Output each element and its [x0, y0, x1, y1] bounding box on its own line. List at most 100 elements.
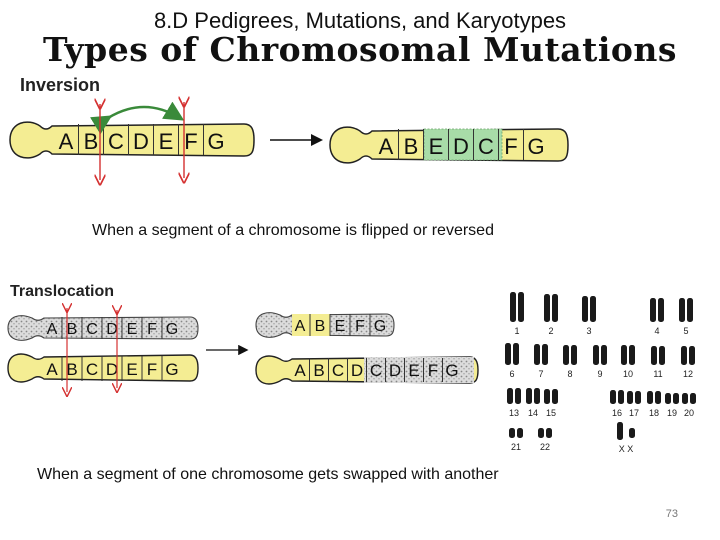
- translocated-segment-bottom: [364, 357, 474, 383]
- chromosome-glyph: [673, 393, 679, 404]
- chromosome-glyph: [601, 345, 607, 365]
- gene-label: E: [335, 318, 346, 335]
- inversion-caption: When a segment of a chromosome is flippe…: [92, 222, 494, 239]
- gene-label: A: [47, 321, 58, 338]
- karyotype-label: 11: [653, 369, 662, 379]
- gene-label: C: [332, 361, 344, 380]
- gene-label: G: [166, 321, 178, 338]
- translocation-caption: When a segment of one chromosome gets sw…: [37, 466, 499, 483]
- gene-label: G: [165, 360, 178, 379]
- chromosome-glyph: [682, 393, 688, 404]
- chromosome-glyph: [659, 346, 665, 365]
- karyotype-label: 7: [538, 369, 543, 379]
- gene-label: C: [86, 360, 98, 379]
- gene-label: D: [389, 361, 401, 380]
- chromosome-glyph: [617, 422, 623, 440]
- gene-label: F: [147, 360, 157, 379]
- gene-label: A: [294, 361, 306, 380]
- chromosome-glyph: [658, 298, 664, 322]
- gene-label: E: [408, 361, 419, 380]
- chromosome-glyph: [629, 345, 635, 365]
- karyotype-label: 2: [548, 326, 553, 336]
- gene-label: B: [67, 321, 78, 338]
- chromosome-glyph: [563, 345, 569, 365]
- chromosome-glyph: [544, 294, 550, 322]
- karyotype-label: 1: [514, 326, 519, 336]
- chromosome-glyph: [627, 391, 633, 404]
- chromosome-glyph: [650, 298, 656, 322]
- inverted-segment-highlight: [423, 128, 503, 161]
- chromosome-glyph: [538, 428, 544, 438]
- gene-label: F: [504, 134, 517, 159]
- chromosome-glyph: [582, 296, 588, 322]
- page-number: 73: [665, 508, 678, 520]
- karyotype-label: 21: [511, 442, 521, 452]
- inversion-heading: Inversion: [20, 75, 101, 95]
- chromosome-glyph: [515, 388, 521, 404]
- karyotype-label: 5: [683, 326, 688, 336]
- chromosome-glyph: [651, 346, 657, 365]
- gene-label: B: [313, 361, 324, 380]
- chromosome-glyph: [571, 345, 577, 365]
- gene-label: A: [46, 360, 58, 379]
- gene-label: D: [106, 321, 118, 338]
- chromosome-glyph: [518, 292, 524, 322]
- gene-label: F: [428, 361, 438, 380]
- chromosome-glyph: [509, 428, 515, 438]
- slide-title: Types of Chromosomal Mutations: [43, 30, 677, 69]
- karyotype-label: 18: [649, 408, 659, 418]
- karyotype-label: 3: [586, 326, 591, 336]
- chromosome-glyph: [621, 345, 627, 365]
- chromosome-glyph: [679, 298, 685, 322]
- gene-label: F: [147, 321, 157, 338]
- chromosome-glyph: [681, 346, 687, 365]
- karyotype-label: 15: [546, 408, 556, 418]
- karyotype-label: 9: [597, 369, 602, 379]
- chromosome-glyph: [635, 391, 641, 404]
- gene-label: B: [66, 360, 77, 379]
- gene-label: D: [106, 360, 118, 379]
- karyotype-label: 22: [540, 442, 550, 452]
- gene-label: C: [108, 129, 124, 154]
- gene-label: G: [527, 134, 544, 159]
- chromosome-glyph: [526, 388, 532, 404]
- karyotype-label: 10: [623, 369, 633, 379]
- gene-label: A: [295, 318, 306, 335]
- gene-label: A: [59, 129, 74, 154]
- gene-label: D: [453, 134, 469, 159]
- chromosome-glyph: [507, 388, 513, 404]
- karyotype-label: 8: [567, 369, 572, 379]
- gene-label: E: [159, 129, 174, 154]
- gene-label: G: [207, 129, 224, 154]
- gene-label: E: [127, 321, 138, 338]
- gene-label: C: [86, 321, 98, 338]
- gene-label: E: [126, 360, 137, 379]
- gene-label: F: [355, 318, 365, 335]
- chromosome-glyph: [618, 390, 624, 404]
- gene-label: E: [429, 134, 444, 159]
- chromosome-glyph: [513, 343, 519, 365]
- karyotype-label: 6: [509, 369, 514, 379]
- karyotype-label: 17: [629, 408, 639, 418]
- karyotype-label: 19: [667, 408, 677, 418]
- gene-label: G: [374, 318, 386, 335]
- chromosome-glyph: [593, 345, 599, 365]
- translocated-segment-top: [292, 314, 330, 336]
- karyotype-label: 14: [528, 408, 538, 418]
- chromosome-glyph: [534, 344, 540, 365]
- chromosome-glyph: [590, 296, 596, 322]
- gene-label: A: [379, 134, 394, 159]
- chromosome-glyph: [544, 389, 550, 404]
- chromosome-glyph: [647, 391, 653, 404]
- chromosome-glyph: [546, 428, 552, 438]
- gene-label: D: [351, 361, 363, 380]
- slide-supertitle: 8.D Pedigrees, Mutations, and Karyotypes: [153, 8, 567, 33]
- chromosome-glyph: [690, 393, 696, 404]
- chromosome-glyph: [689, 346, 695, 365]
- translocation-heading: Translocation: [10, 283, 115, 300]
- gene-label: B: [404, 134, 419, 159]
